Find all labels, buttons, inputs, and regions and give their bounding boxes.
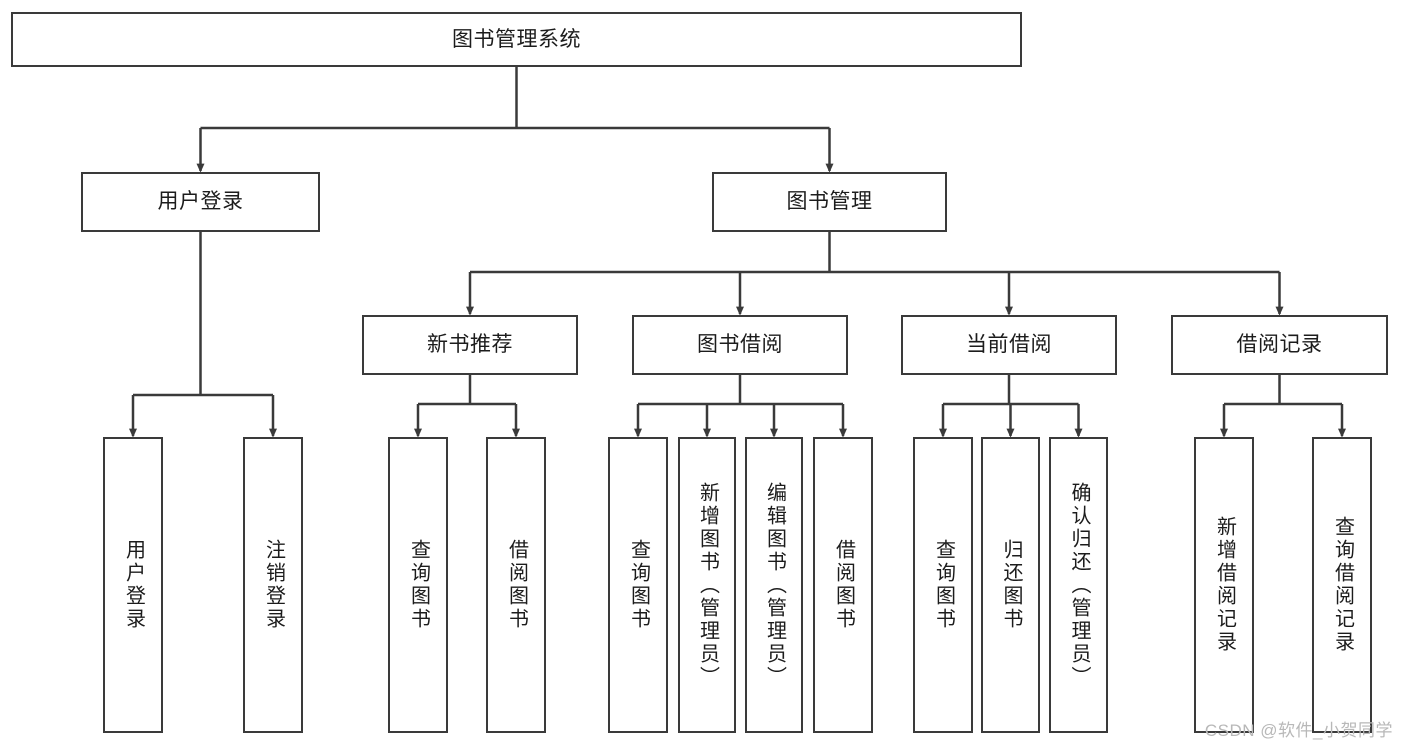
node-label-current-borrow: 当前借阅 [966,333,1052,357]
node-box-current-borrow[interactable]: 当前借阅 [901,315,1117,375]
node-label-leaf-user-login: 用户登录 [122,539,145,631]
node-box-leaf-add-book[interactable]: 新增图书（管理员） [678,437,736,733]
node-label-leaf-return-book: 归还图书 [1000,539,1022,631]
node-label-user-login: 用户登录 [157,190,244,214]
node-label-leaf-confirm-return: 确认归还（管理员） [1068,481,1090,689]
node-label-borrow-record: 借阅记录 [1236,333,1323,357]
node-label-book-manage: 图书管理 [786,190,873,214]
node-box-leaf-query-book-2[interactable]: 查询图书 [608,437,668,733]
node-label-leaf-borrow-book-2: 借阅图书 [832,539,855,631]
node-label-new-book-rec: 新书推荐 [427,333,513,357]
node-label-leaf-user-logout: 注销登录 [262,539,285,631]
node-box-leaf-query-book-3[interactable]: 查询图书 [913,437,973,733]
node-box-leaf-query-record[interactable]: 查询借阅记录 [1312,437,1372,733]
node-box-book-borrow[interactable]: 图书借阅 [632,315,848,375]
node-label-leaf-add-book: 新增图书（管理员） [696,481,719,689]
node-box-leaf-return-book[interactable]: 归还图书 [981,437,1040,733]
node-label-leaf-query-book-1: 查询图书 [407,539,430,631]
node-box-leaf-user-login[interactable]: 用户登录 [103,437,163,733]
node-box-borrow-record[interactable]: 借阅记录 [1171,315,1388,375]
node-box-leaf-borrow-book-1[interactable]: 借阅图书 [486,437,546,733]
node-box-leaf-user-logout[interactable]: 注销登录 [243,437,303,733]
node-box-root[interactable]: 图书管理系统 [11,12,1022,67]
node-label-root: 图书管理系统 [452,27,581,51]
node-box-leaf-borrow-book-2[interactable]: 借阅图书 [813,437,873,733]
node-box-leaf-confirm-return[interactable]: 确认归还（管理员） [1049,437,1108,733]
node-label-leaf-query-book-3: 查询图书 [932,539,955,631]
node-label-leaf-add-record: 新增借阅记录 [1213,516,1236,654]
node-label-book-borrow: 图书借阅 [697,333,783,357]
node-label-leaf-borrow-book-1: 借阅图书 [505,539,528,631]
node-box-new-book-rec[interactable]: 新书推荐 [362,315,578,375]
node-box-leaf-query-book-1[interactable]: 查询图书 [388,437,448,733]
node-label-leaf-query-record: 查询借阅记录 [1331,516,1354,654]
node-box-book-manage[interactable]: 图书管理 [712,172,947,232]
node-box-leaf-add-record[interactable]: 新增借阅记录 [1194,437,1254,733]
node-label-leaf-edit-book: 编辑图书（管理员） [763,481,786,689]
node-box-user-login[interactable]: 用户登录 [81,172,320,232]
node-box-leaf-edit-book[interactable]: 编辑图书（管理员） [745,437,803,733]
node-label-leaf-query-book-2: 查询图书 [627,539,650,631]
